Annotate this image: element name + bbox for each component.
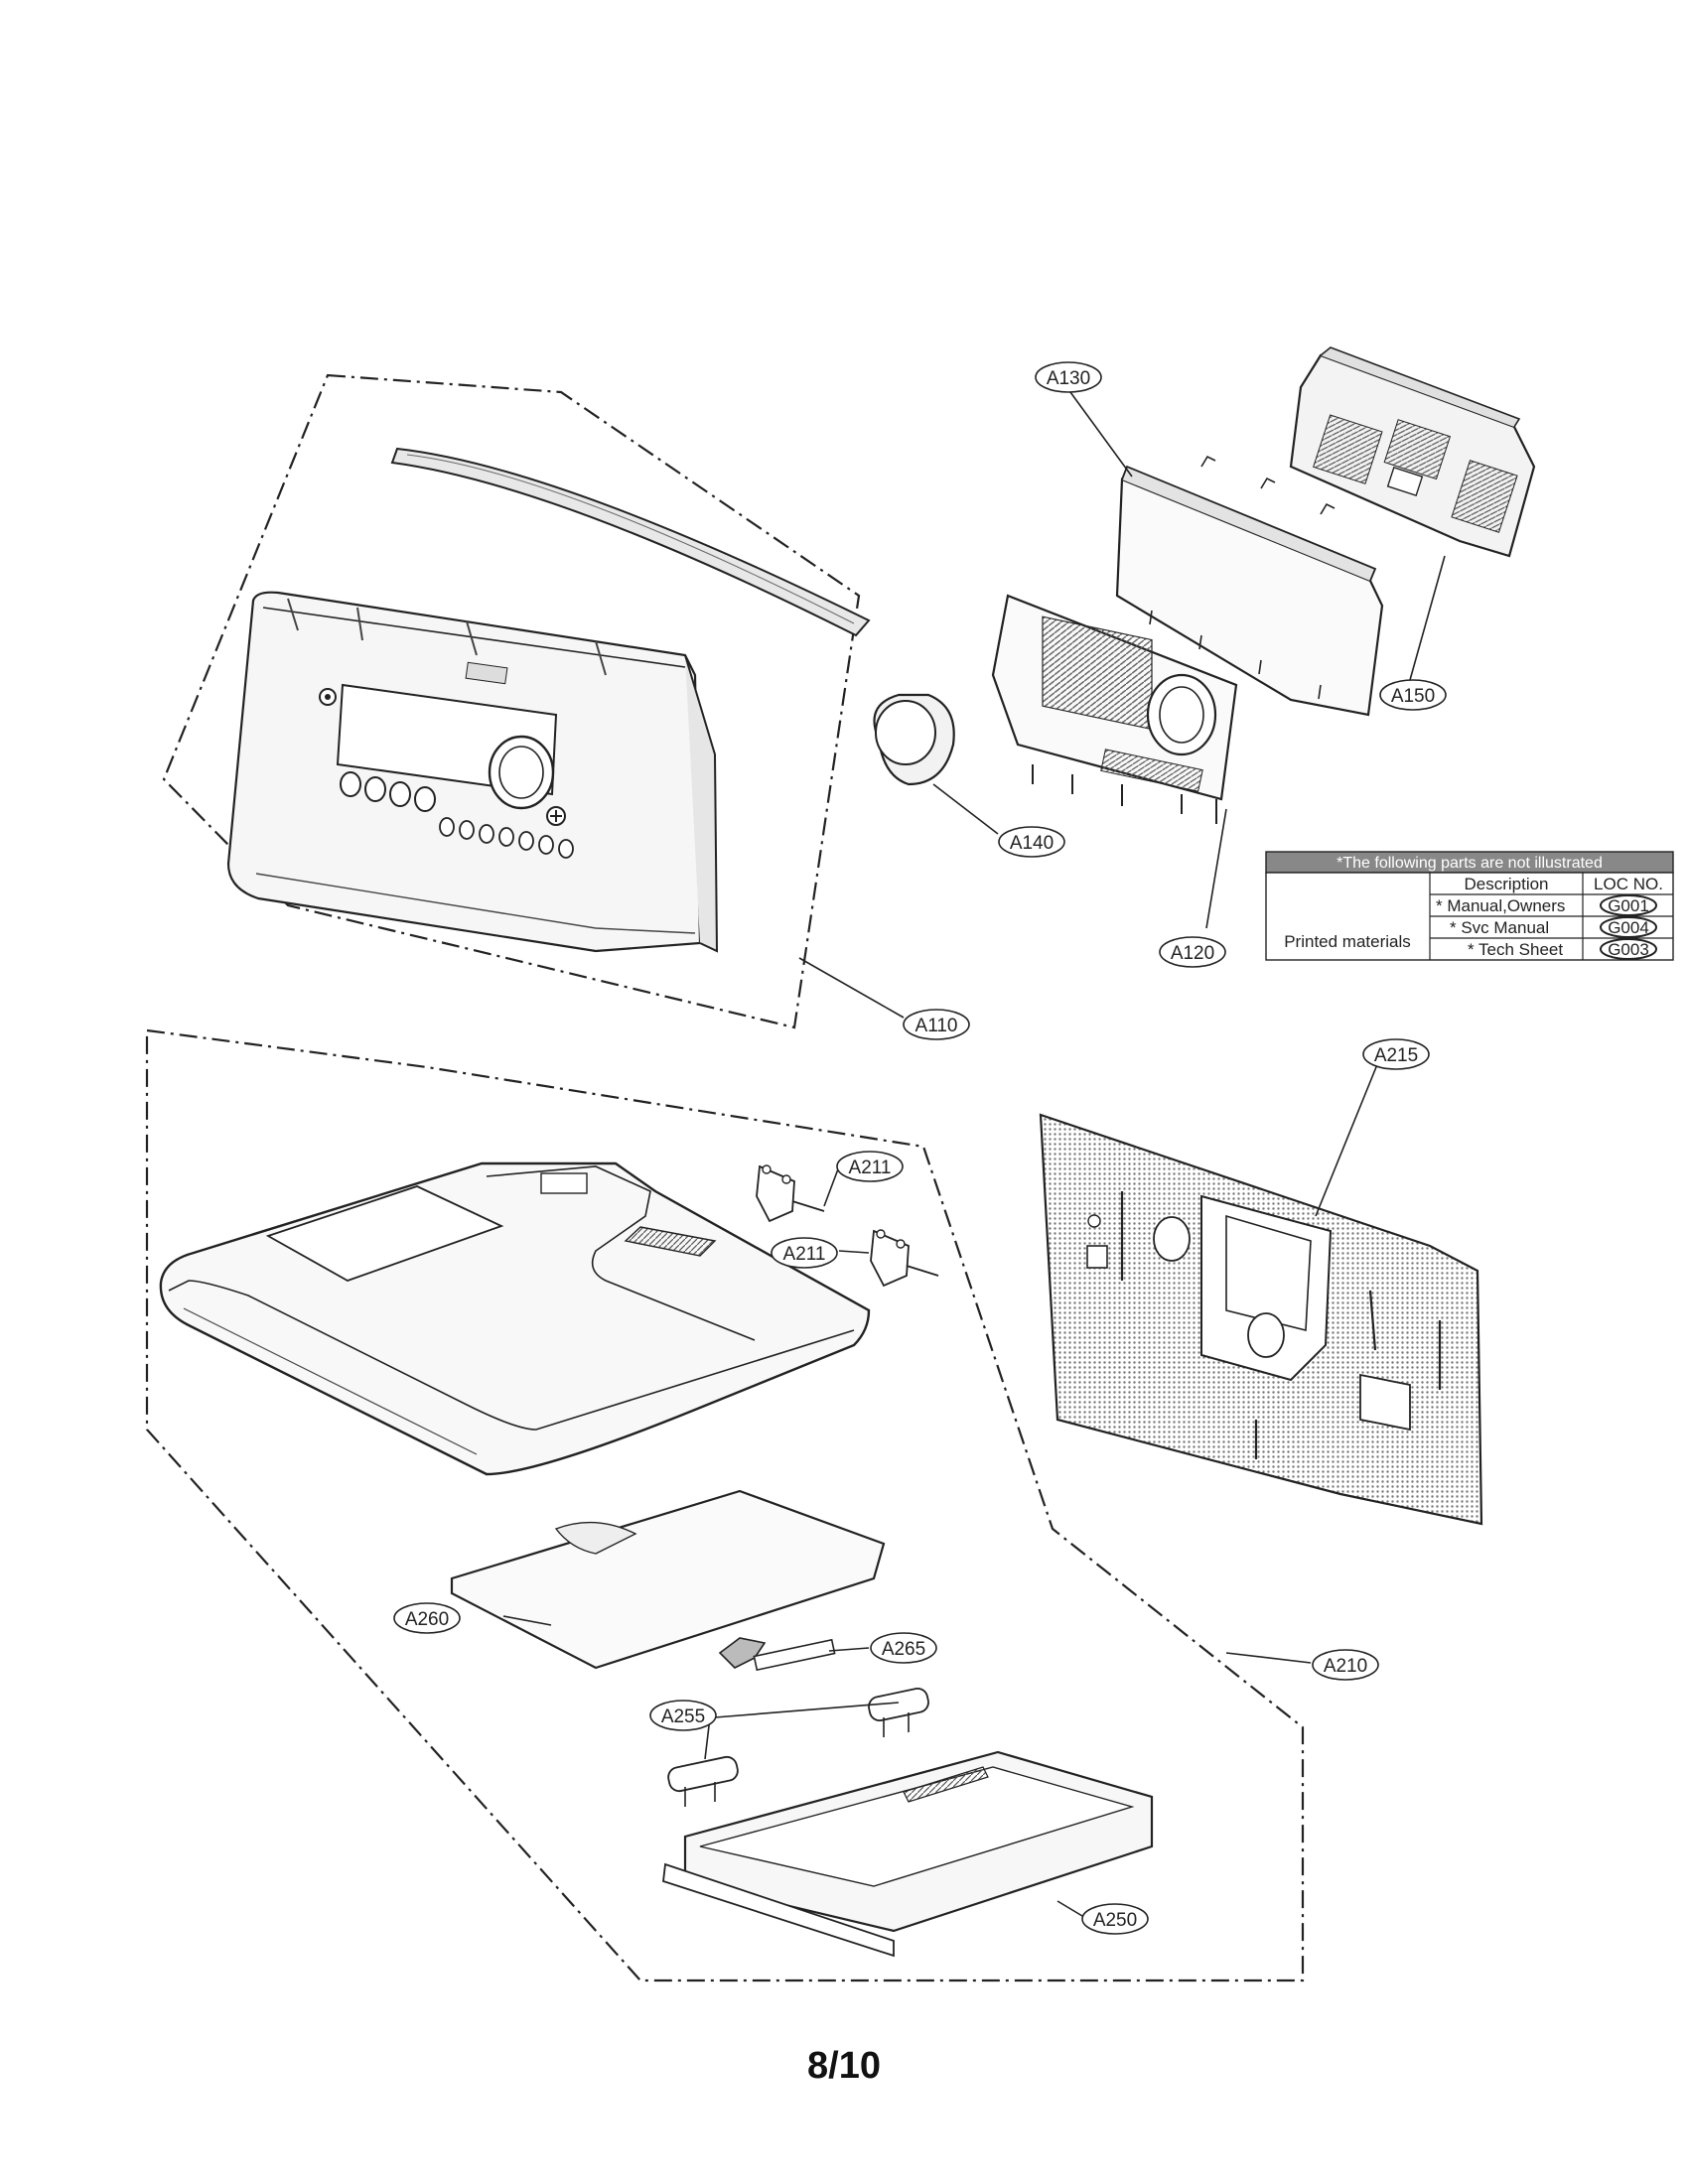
table-group-label: Printed materials xyxy=(1284,932,1411,951)
parts-not-illustrated-table: *The following parts are not illustrated… xyxy=(1265,851,1674,961)
callout-a140-label: A140 xyxy=(1010,833,1054,854)
knob xyxy=(873,693,955,786)
callout-a120: A120 xyxy=(1159,936,1226,968)
callout-a130-label: A130 xyxy=(1047,368,1090,389)
callout-a215-label: A215 xyxy=(1374,1045,1418,1066)
table-row-description: * Svc Manual xyxy=(1450,918,1549,937)
leader-lines xyxy=(502,391,1446,1920)
callout-a260-label: A260 xyxy=(405,1609,449,1630)
callout-a260: A260 xyxy=(393,1602,461,1634)
callout-a255-label: A255 xyxy=(661,1706,705,1727)
callout-a210-label: A210 xyxy=(1324,1656,1367,1677)
main-pcb-assembly xyxy=(991,594,1238,824)
callout-a250-label: A250 xyxy=(1093,1910,1137,1931)
table-header: *The following parts are not illustrated xyxy=(1336,855,1603,872)
control-panel-group-boundary xyxy=(162,373,861,1029)
table-col-description: Description xyxy=(1464,875,1548,893)
control-panel xyxy=(226,591,719,953)
callout-a110-label: A110 xyxy=(915,1016,958,1036)
callout-a265-label: A265 xyxy=(882,1639,925,1660)
hinge-upper xyxy=(756,1164,825,1223)
callout-a255: A255 xyxy=(649,1700,717,1731)
table-row-loc: G001 xyxy=(1608,896,1649,915)
table-row-loc: G003 xyxy=(1608,940,1649,959)
lid-damper-right xyxy=(868,1687,929,1737)
callout-a211-upper: A211 xyxy=(836,1151,904,1182)
callout-a120-label: A120 xyxy=(1171,943,1214,964)
page-number: 8/10 xyxy=(807,2045,881,2087)
table-row-description: * Manual,Owners xyxy=(1436,896,1565,915)
display-pcb-assembly xyxy=(1115,455,1384,717)
top-cover xyxy=(159,1161,871,1476)
callout-a265: A265 xyxy=(870,1632,937,1664)
callout-a211-lower-label: A211 xyxy=(783,1244,826,1265)
callout-a211-upper-label: A211 xyxy=(849,1158,892,1178)
callout-a215: A215 xyxy=(1362,1038,1430,1070)
callout-a210: A210 xyxy=(1312,1649,1379,1681)
pcb-cover xyxy=(1289,346,1536,558)
callout-a150-label: A150 xyxy=(1391,686,1435,707)
lid-frame xyxy=(662,1750,1154,1958)
hinge-lower xyxy=(870,1229,939,1288)
lid-hinge-arm xyxy=(718,1637,836,1672)
control-panel-trim xyxy=(390,447,871,637)
rear-panel xyxy=(1039,1113,1483,1526)
top-cover-group-boundary xyxy=(145,1028,1305,1982)
callout-a110: A110 xyxy=(903,1009,970,1040)
callout-a150: A150 xyxy=(1379,679,1447,711)
callout-a130: A130 xyxy=(1035,361,1102,393)
callout-a250: A250 xyxy=(1081,1903,1149,1935)
table-row-loc: G004 xyxy=(1608,918,1649,937)
lid-glass xyxy=(450,1489,886,1670)
lid-damper-left xyxy=(667,1755,739,1807)
callout-a211-lower: A211 xyxy=(771,1237,838,1269)
callout-a140: A140 xyxy=(998,826,1065,858)
table-col-loc: LOC NO. xyxy=(1594,875,1663,893)
table-row-description: * Tech Sheet xyxy=(1468,940,1563,959)
